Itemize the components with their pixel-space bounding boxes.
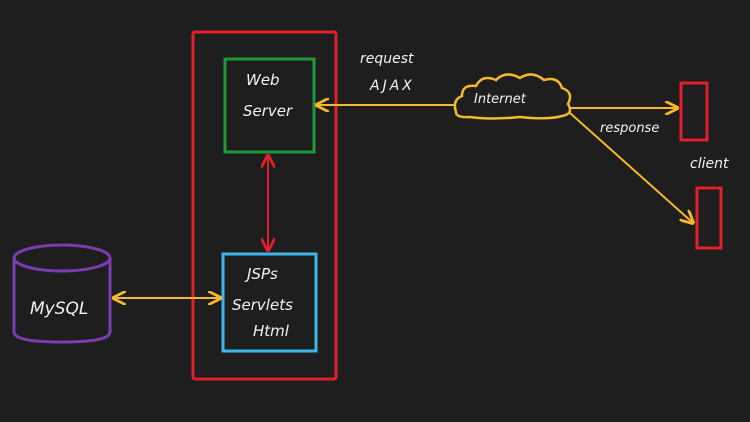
client-box-mobile [695, 186, 723, 250]
client-arrow-2 [569, 112, 692, 222]
mysql-label: MySQL [30, 299, 88, 319]
jsp-label-line3: Html [253, 322, 290, 340]
client-box-desktop [679, 81, 709, 142]
response-label: response [600, 121, 659, 136]
web-server-label-line2: Server [243, 102, 293, 120]
server-container [191, 30, 338, 381]
client-label: client [690, 156, 729, 172]
internet-label: Internet [474, 92, 527, 107]
ajax-label: AJAX [369, 78, 415, 94]
internet-cloud [453, 73, 572, 120]
web-server-box [223, 57, 316, 154]
jsp-servlet-box [221, 252, 318, 353]
jsp-label-line2: Servlets [232, 296, 293, 314]
request-label: request [360, 51, 414, 67]
jsp-label-line1: JSPs [244, 265, 278, 283]
web-server-label-line1: Web [246, 71, 280, 89]
mysql-database [12, 243, 112, 344]
